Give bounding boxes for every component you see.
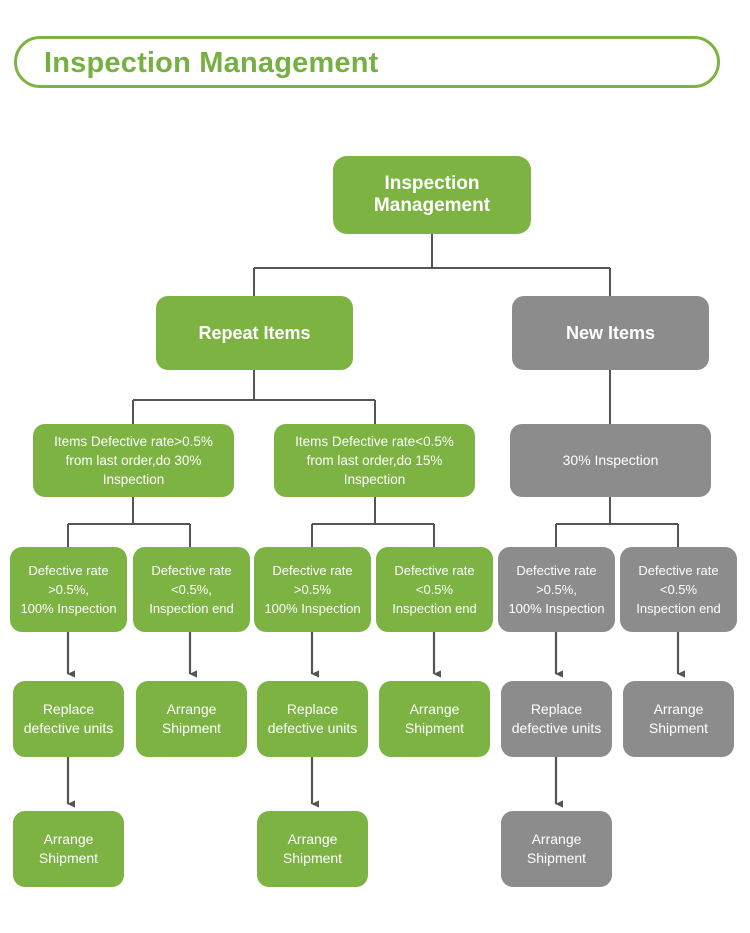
node-condition-new-30[interactable]: 30% Inspection bbox=[510, 424, 711, 497]
node-condition-repeat-high[interactable]: Items Defective rate>0.5%from last order… bbox=[33, 424, 234, 497]
node-label: 30% Inspection bbox=[562, 452, 659, 468]
node-label: New Items bbox=[565, 323, 656, 343]
node-outcome-2[interactable]: Defective rate<0.5%,Inspection end bbox=[133, 547, 250, 632]
node-outcome-4[interactable]: Defective rate<0.5%Inspection end bbox=[376, 547, 493, 632]
node-label: Repeat Items bbox=[198, 323, 311, 343]
node-label: Defective rate<0.5%Inspection end bbox=[636, 563, 721, 616]
node-outcome-5[interactable]: Defective rate>0.5%,100% Inspection bbox=[498, 547, 615, 632]
node-outcome-3[interactable]: Defective rate>0.5%100% Inspection bbox=[254, 547, 371, 632]
node-repeat-items[interactable]: Repeat Items bbox=[156, 296, 353, 370]
node-label: Defective rate<0.5%Inspection end bbox=[392, 563, 477, 616]
node-label: Defective rate>0.5%,100% Inspection bbox=[508, 563, 605, 616]
node-new-items[interactable]: New Items bbox=[512, 296, 709, 370]
node-label: Items Defective rate>0.5%from last order… bbox=[54, 434, 213, 487]
node-outcome-6[interactable]: Defective rate<0.5%Inspection end bbox=[620, 547, 737, 632]
page-title: Inspection Management bbox=[44, 47, 379, 79]
node-outcome-1[interactable]: Defective rate>0.5%,100% Inspection bbox=[10, 547, 127, 632]
node-label: Items Defective rate<0.5%from last order… bbox=[295, 434, 454, 487]
node-condition-repeat-low[interactable]: Items Defective rate<0.5%from last order… bbox=[274, 424, 475, 497]
node-label: Defective rate<0.5%,Inspection end bbox=[149, 563, 234, 616]
node-label: Defective rate>0.5%,100% Inspection bbox=[20, 563, 117, 616]
header-banner bbox=[14, 36, 720, 88]
node-label: Defective rate>0.5%100% Inspection bbox=[264, 563, 361, 616]
